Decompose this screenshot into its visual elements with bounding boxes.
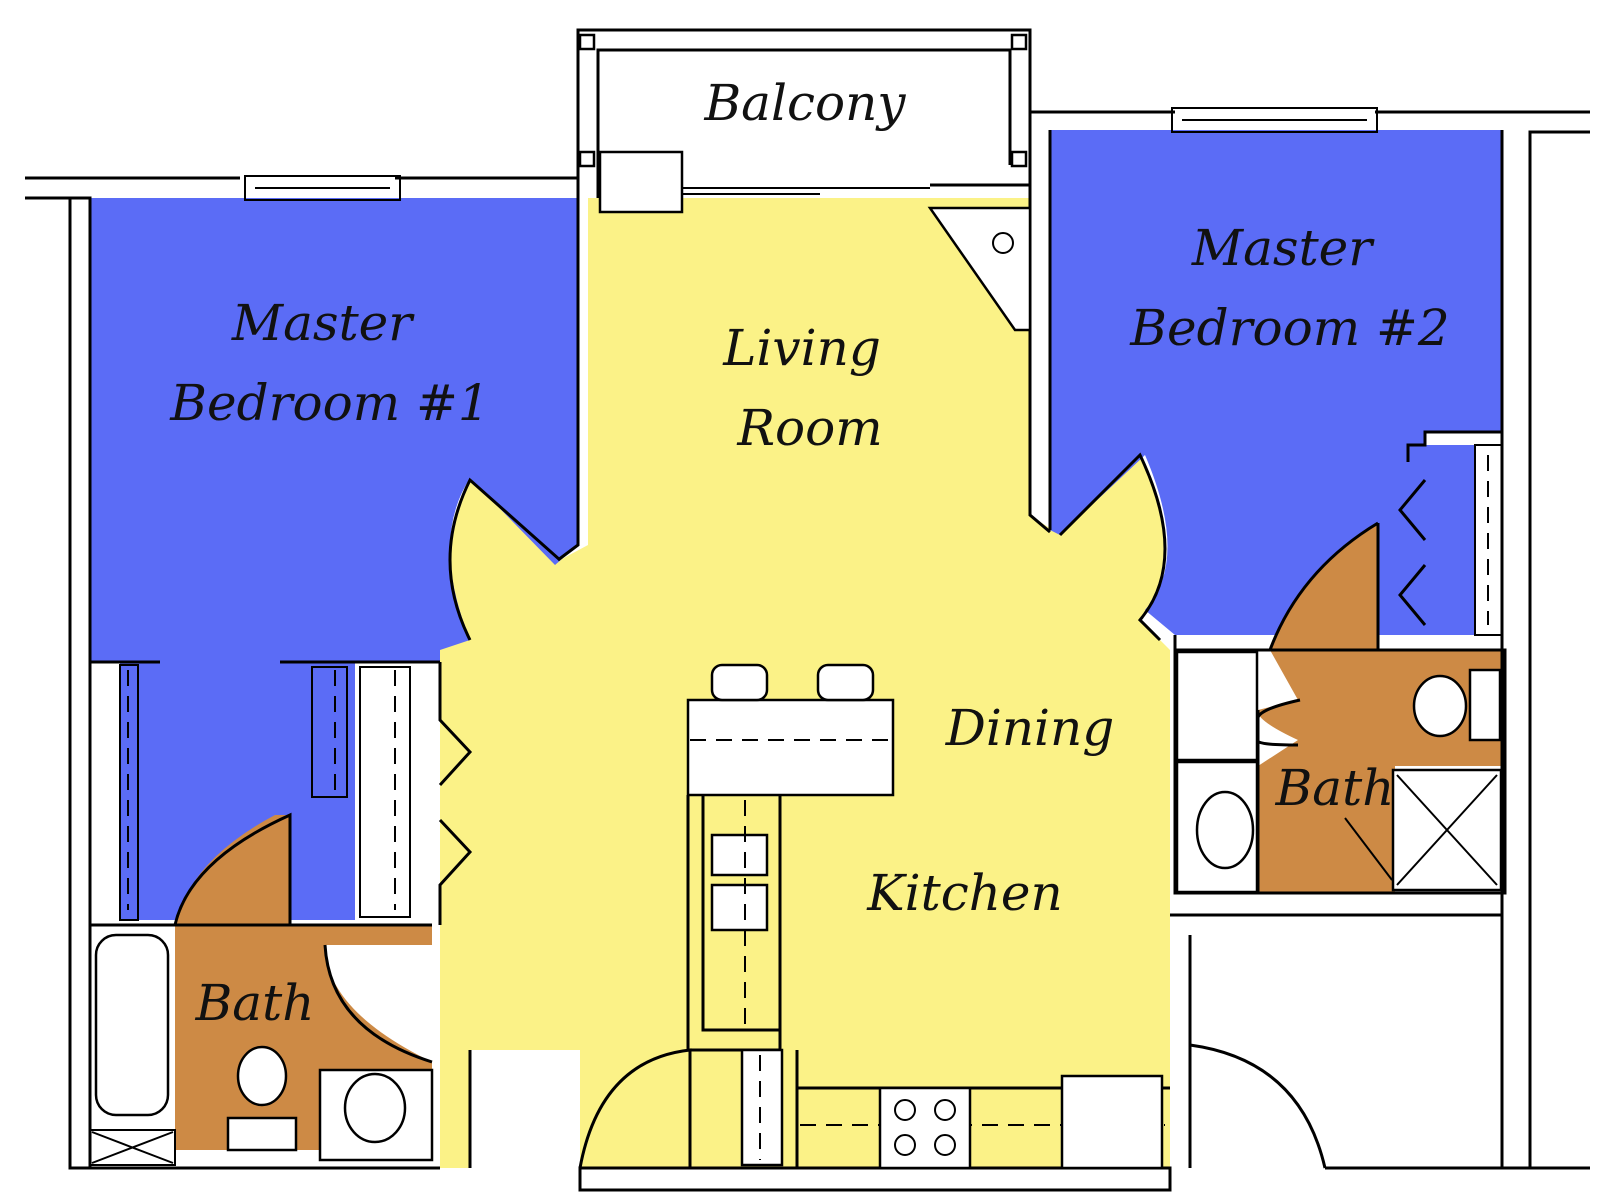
master-bedroom-1-label-line2: Bedroom #1: [169, 374, 489, 432]
master-bedroom-2-area: [1050, 130, 1502, 635]
living-dining-kitchen-area: [440, 198, 1170, 1168]
master-bedroom-2-label-line1: Master: [1191, 219, 1375, 277]
living-room-label-line2: Room: [736, 399, 882, 457]
master-bedroom-1-label-line1: Master: [231, 294, 415, 352]
bath-2-label: Bath: [1275, 759, 1395, 817]
living-room-label: Living Room: [722, 319, 897, 457]
balcony-label: Balcony: [703, 74, 906, 132]
master-bedroom-1-label: Master Bedroom #1: [169, 294, 489, 432]
kitchen-label: Kitchen: [866, 864, 1062, 922]
bath-2-area: [1257, 523, 1505, 893]
master-bedroom-2-label: Master Bedroom #2: [1129, 219, 1449, 357]
master-bedroom-2-label-line2: Bedroom #2: [1129, 299, 1449, 357]
walls: [25, 28, 1590, 1192]
living-room-label-line1: Living: [722, 319, 881, 377]
dining-label: Dining: [945, 699, 1114, 757]
bath-1-label: Bath: [195, 974, 315, 1032]
master-bedroom-1-area: [90, 198, 578, 920]
